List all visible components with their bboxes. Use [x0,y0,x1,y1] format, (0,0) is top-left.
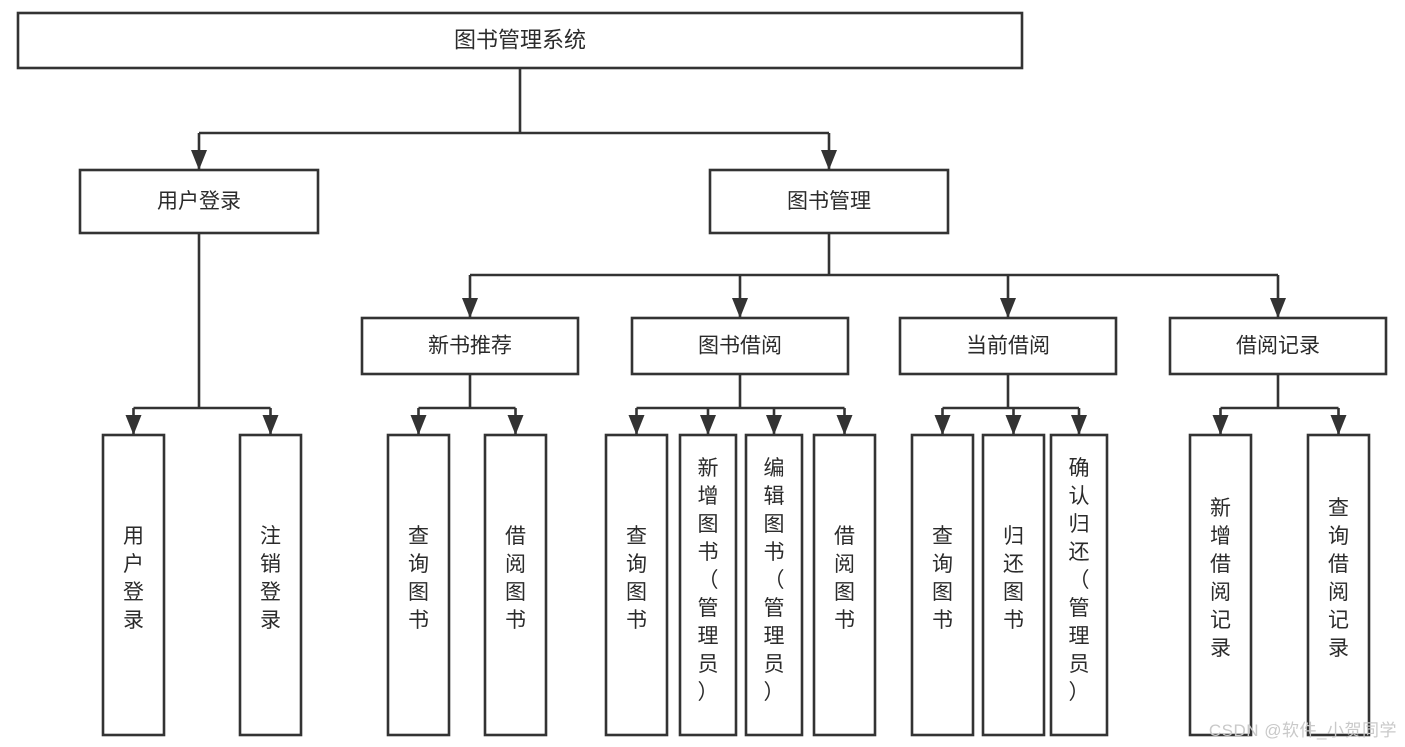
leaf-node-2-label: 查询图书 [408,525,429,632]
level2-node-0[interactable]: 用户登录 [78,168,320,235]
leaf-node-6[interactable]: 编辑图书（管理员） [744,433,804,737]
book-mgmt-to-level3-arrow-3 [1270,298,1286,318]
level3-node-1-label: 图书借阅 [698,335,782,358]
leaf-node-9-box[interactable] [981,433,1046,737]
root-to-level2-arrow-1 [821,150,837,170]
leaf-node-2-box[interactable] [386,433,451,737]
book-mgmt-to-level3-arrow-0 [462,298,478,318]
leaf-node-11-label: 新增借阅记录 [1210,497,1231,660]
group-2-arrow-2 [766,415,782,435]
level3-node-3[interactable]: 借阅记录 [1168,316,1388,376]
leaf-node-12-box[interactable] [1306,433,1371,737]
leaf-node-10[interactable]: 确认归还（管理员） [1049,433,1109,737]
level2-node-0-box[interactable] [78,168,320,235]
group-1-arrow-1 [507,415,524,435]
group-2-arrow-3 [836,415,853,435]
leaf-node-8-label: 查询图书 [932,525,953,632]
group-2-arrow-0 [628,415,645,435]
leaf-node-8-box[interactable] [910,433,975,737]
leaf-node-10-label: 确认归还（管理员） [1069,457,1090,704]
group-3-arrow-1 [1005,415,1022,435]
leaf-node-0-box[interactable] [101,433,166,737]
group-0-arrow-1 [262,415,279,435]
leaf-node-7-box[interactable] [812,433,877,737]
leaf-node-11[interactable]: 新增借阅记录 [1188,433,1253,737]
leaf-node-6-label: 编辑图书（管理员） [764,457,785,704]
root-node-book-management-system[interactable]: 图书管理系统 [16,11,1024,70]
root-node-book-management-system-box[interactable] [16,11,1024,70]
leaf-node-7-label: 借阅图书 [834,525,855,632]
level2-node-1[interactable]: 图书管理 [708,168,950,235]
level2-node-1-box[interactable] [708,168,950,235]
root-node-book-management-system-label: 图书管理系统 [454,27,586,52]
level2-node-0-label: 用户登录 [157,190,241,213]
leaf-node-1-box[interactable] [238,433,303,737]
leaf-node-2[interactable]: 查询图书 [386,433,451,737]
leaf-node-10-box[interactable] [1049,433,1109,737]
leaf-node-4-label: 查询图书 [626,525,647,632]
leaf-node-0-label: 用户登录 [123,525,144,632]
group-3-arrow-0 [934,415,951,435]
level3-node-0-box[interactable] [360,316,580,376]
leaf-node-3[interactable]: 借阅图书 [483,433,548,737]
edge-layer [125,68,1347,435]
leaf-node-0[interactable]: 用户登录 [101,433,166,737]
level3-node-3-box[interactable] [1168,316,1388,376]
node-layer: 图书管理系统用户登录图书管理新书推荐图书借阅当前借阅借阅记录用户登录注销登录查询… [16,11,1388,737]
leaf-node-5-box[interactable] [678,433,738,737]
root-to-level2-arrow-0 [191,150,207,170]
leaf-node-11-box[interactable] [1188,433,1253,737]
group-2-arrow-1 [700,415,716,435]
leaf-node-1-label: 注销登录 [260,525,281,632]
level2-node-1-label: 图书管理 [787,190,871,213]
level3-node-1-box[interactable] [630,316,850,376]
level3-node-0-label: 新书推荐 [428,335,512,358]
leaf-node-6-box[interactable] [744,433,804,737]
group-3-arrow-2 [1071,415,1087,435]
leaf-node-7[interactable]: 借阅图书 [812,433,877,737]
book-mgmt-to-level3-arrow-2 [1000,298,1016,318]
group-1-arrow-0 [410,415,427,435]
leaf-node-9-label: 归还图书 [1003,525,1024,632]
group-4-arrow-0 [1212,415,1229,435]
group-0-arrow-0 [125,415,142,435]
leaf-node-3-box[interactable] [483,433,548,737]
leaf-node-8[interactable]: 查询图书 [910,433,975,737]
level3-node-2-box[interactable] [898,316,1118,376]
leaf-node-1[interactable]: 注销登录 [238,433,303,737]
book-mgmt-to-level3-arrow-1 [732,298,748,318]
level3-node-3-label: 借阅记录 [1236,335,1320,358]
leaf-node-9[interactable]: 归还图书 [981,433,1046,737]
leaf-node-12[interactable]: 查询借阅记录 [1306,433,1371,737]
leaf-node-4-box[interactable] [604,433,669,737]
level3-node-2-label: 当前借阅 [966,335,1050,358]
level3-node-0[interactable]: 新书推荐 [360,316,580,376]
leaf-node-5-label: 新增图书（管理员） [698,457,719,704]
level3-node-2[interactable]: 当前借阅 [898,316,1118,376]
leaf-node-12-label: 查询借阅记录 [1328,497,1349,660]
leaf-node-5[interactable]: 新增图书（管理员） [678,433,738,737]
group-4-arrow-1 [1330,415,1347,435]
level3-node-1[interactable]: 图书借阅 [630,316,850,376]
leaf-node-4[interactable]: 查询图书 [604,433,669,737]
leaf-node-3-label: 借阅图书 [505,525,526,632]
